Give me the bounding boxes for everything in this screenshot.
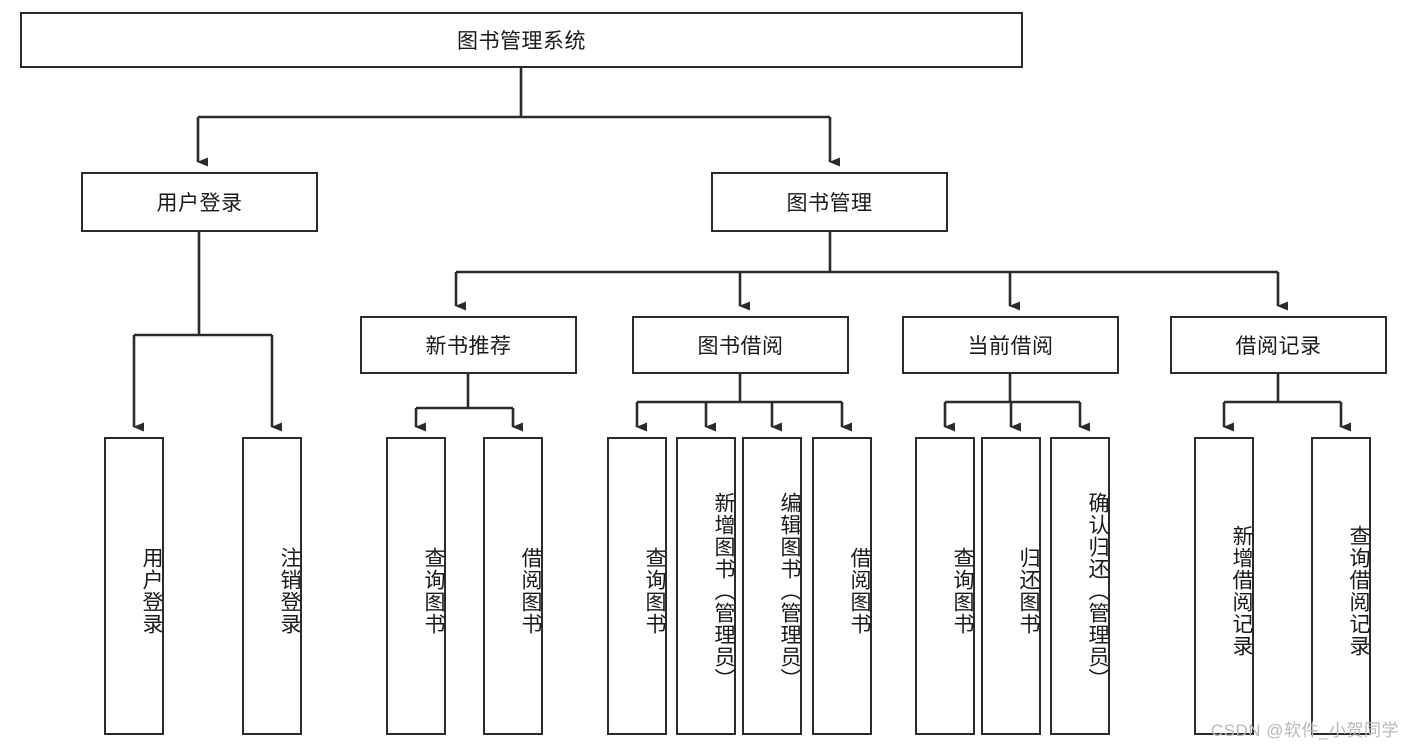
node-root-label: 图书管理系统 xyxy=(457,30,586,53)
leaf-edit-book[interactable]: 编辑图书（管理员） xyxy=(742,437,802,735)
node-user-login[interactable]: 用户登录 xyxy=(81,172,318,232)
leaf-query-record-label: 查询借阅记录 xyxy=(1347,525,1370,657)
leaf-query-book-2-label: 查询图书 xyxy=(643,547,666,635)
node-borrow-record[interactable]: 借阅记录 xyxy=(1170,316,1387,374)
csdn-watermark: CSDN @软件_小贺同学 xyxy=(1210,721,1399,740)
leaf-add-record-label: 新增借阅记录 xyxy=(1230,525,1253,657)
node-book-manage-label: 图书管理 xyxy=(786,192,873,215)
leaf-query-book-3-label: 查询图书 xyxy=(951,547,974,635)
leaf-return-book-label: 归还图书 xyxy=(1017,547,1040,635)
node-book-manage[interactable]: 图书管理 xyxy=(711,172,948,232)
node-book-borrow-label: 图书借阅 xyxy=(697,335,784,358)
leaf-return-book[interactable]: 归还图书 xyxy=(981,437,1041,735)
leaf-query-record[interactable]: 查询借阅记录 xyxy=(1311,437,1371,735)
leaf-user-logout[interactable]: 注销登录 xyxy=(242,437,302,735)
leaf-borrow-book-2-label: 借阅图书 xyxy=(848,547,871,635)
leaf-add-record[interactable]: 新增借阅记录 xyxy=(1194,437,1254,735)
leaf-confirm-return[interactable]: 确认归还（管理员） xyxy=(1050,437,1110,735)
node-root[interactable]: 图书管理系统 xyxy=(20,12,1023,68)
leaf-confirm-return-label: 确认归还（管理员） xyxy=(1086,492,1109,690)
leaf-user-logout-label: 注销登录 xyxy=(278,547,301,635)
node-borrow-record-label: 借阅记录 xyxy=(1235,335,1322,358)
leaf-query-book-3[interactable]: 查询图书 xyxy=(915,437,975,735)
node-new-book-rec-label: 新书推荐 xyxy=(425,335,512,358)
node-book-borrow[interactable]: 图书借阅 xyxy=(632,316,849,374)
node-current-borrow[interactable]: 当前借阅 xyxy=(902,316,1119,374)
leaf-borrow-book-1[interactable]: 借阅图书 xyxy=(483,437,543,735)
leaf-edit-book-label: 编辑图书（管理员） xyxy=(778,492,801,690)
leaf-add-book-label: 新增图书（管理员） xyxy=(712,492,735,690)
leaf-borrow-book-2[interactable]: 借阅图书 xyxy=(812,437,872,735)
leaf-user-login-label: 用户登录 xyxy=(140,547,163,635)
leaf-query-book-1[interactable]: 查询图书 xyxy=(386,437,446,735)
node-user-login-label: 用户登录 xyxy=(156,192,243,215)
node-new-book-rec[interactable]: 新书推荐 xyxy=(360,316,577,374)
leaf-add-book[interactable]: 新增图书（管理员） xyxy=(676,437,736,735)
leaf-query-book-2[interactable]: 查询图书 xyxy=(607,437,667,735)
node-current-borrow-label: 当前借阅 xyxy=(967,335,1054,358)
leaf-user-login[interactable]: 用户登录 xyxy=(104,437,164,735)
leaf-borrow-book-1-label: 借阅图书 xyxy=(519,547,542,635)
leaf-query-book-1-label: 查询图书 xyxy=(422,547,445,635)
